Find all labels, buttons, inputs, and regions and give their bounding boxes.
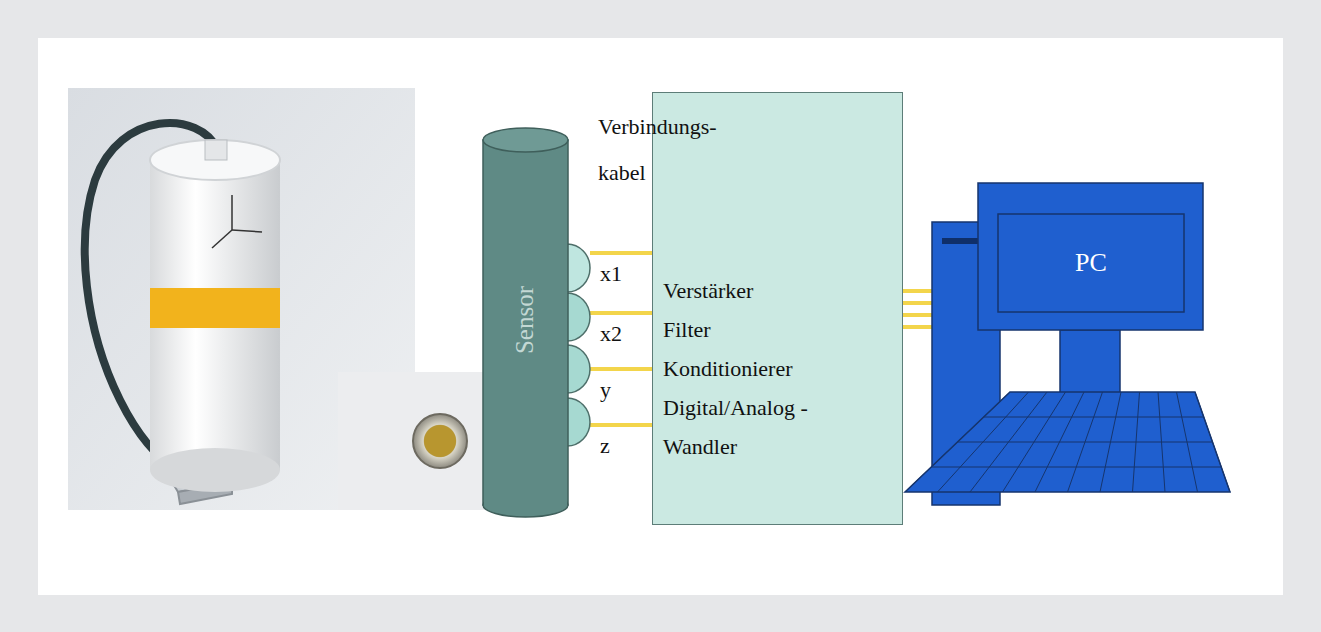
cable-line xyxy=(903,325,932,329)
key-column xyxy=(1068,392,1103,492)
channel-label: x2 xyxy=(600,322,622,346)
cylinder-fill xyxy=(484,140,567,504)
sensor-cylinder: Sensor xyxy=(483,120,590,520)
sensor-label: Sensor xyxy=(511,286,539,354)
channel-bump xyxy=(567,345,590,393)
channel-label: y xyxy=(600,378,611,402)
monitor-stand xyxy=(1060,330,1120,394)
key-column xyxy=(1177,392,1198,492)
monitor xyxy=(978,183,1203,330)
cable-line xyxy=(590,423,652,427)
key-column xyxy=(1035,392,1084,492)
key-column xyxy=(1158,392,1165,492)
pc-icon: PC xyxy=(932,183,1232,505)
sensor-body xyxy=(150,140,280,492)
channel-label: x1 xyxy=(600,262,622,286)
cable-line xyxy=(590,367,652,371)
channel-bump xyxy=(567,244,590,292)
cable-line xyxy=(590,311,652,315)
screen xyxy=(998,214,1184,312)
key-column xyxy=(1133,392,1140,492)
cable-label: Verbindungs- kabel xyxy=(598,104,738,196)
cylinder-top xyxy=(483,128,568,152)
key-column xyxy=(905,392,1010,492)
key-column xyxy=(938,392,1029,492)
coin xyxy=(413,414,467,468)
key-column xyxy=(1003,392,1066,492)
cable-line xyxy=(903,289,932,293)
keyboard xyxy=(905,392,1230,492)
cylinder-body xyxy=(483,140,568,505)
cable-line xyxy=(903,313,932,317)
key-column xyxy=(1195,392,1230,492)
amplifier-box: VerstärkerFilterKonditioniererDigital/An… xyxy=(652,92,903,525)
key-column xyxy=(1100,392,1121,492)
channel-label: z xyxy=(600,434,610,458)
box-line: Digital/Analog - Wandler xyxy=(663,388,878,466)
computer-drawing xyxy=(932,183,1232,505)
box-line: Konditionierer xyxy=(663,349,878,388)
channel-bump xyxy=(567,398,590,446)
channel-bump xyxy=(567,293,590,341)
cable-line xyxy=(590,251,652,255)
pc-label: PC xyxy=(1075,248,1107,278)
box-line: Verstärker xyxy=(663,271,878,310)
box-text-group: VerstärkerFilterKonditioniererDigital/An… xyxy=(663,271,878,466)
key-column xyxy=(970,392,1047,492)
cable-line xyxy=(903,301,932,305)
box-line: Filter xyxy=(663,310,878,349)
